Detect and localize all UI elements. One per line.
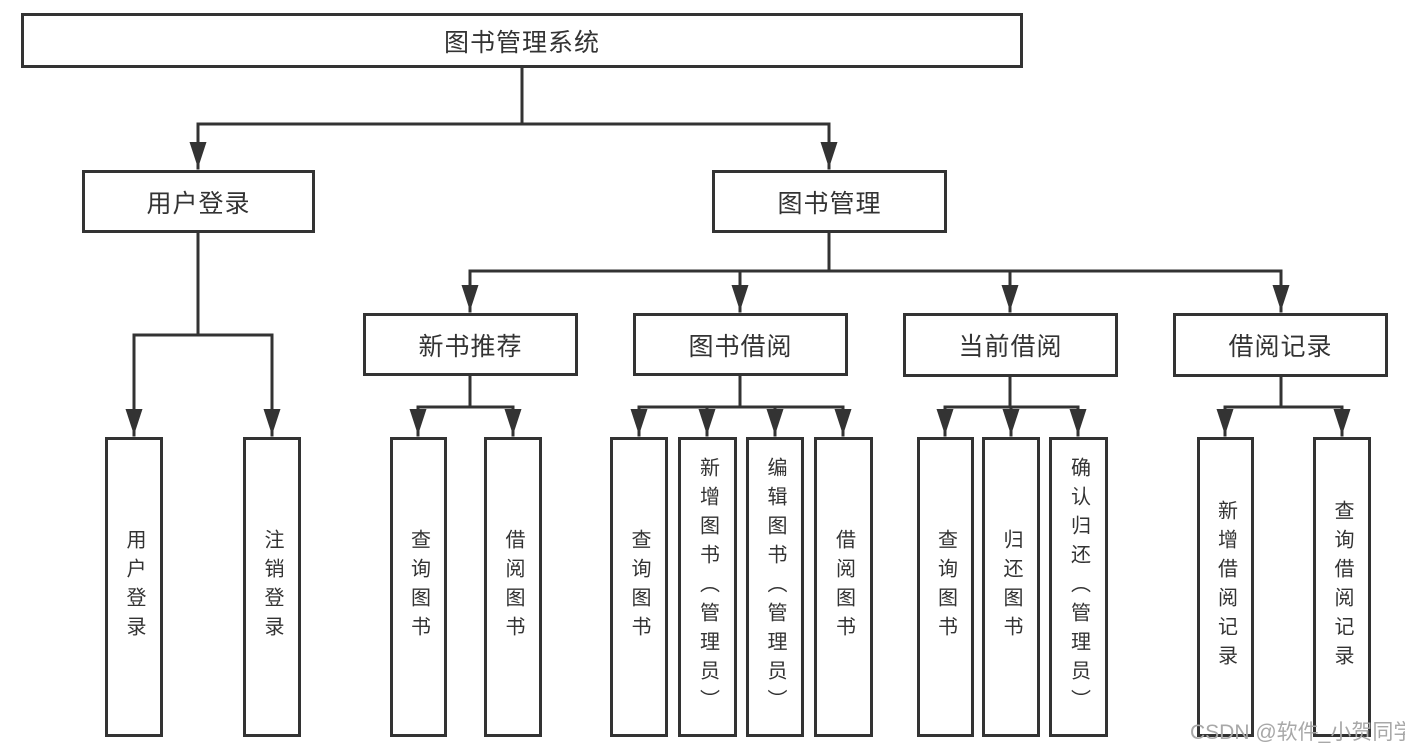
node-label: 图书借阅 bbox=[688, 332, 793, 361]
leaf-label: 借阅图书 bbox=[832, 529, 855, 645]
leaf-borrow-query-books: 查询图书 bbox=[610, 437, 668, 737]
leaf-current-query-books: 查询图书 bbox=[917, 437, 974, 737]
node-new-book-recommend: 新书推荐 bbox=[363, 313, 578, 376]
leaf-borrow-add-books-admin: 新增图书（管理员） bbox=[678, 437, 737, 737]
node-label: 图书管理 bbox=[777, 189, 882, 218]
leaf-records-add-record: 新增借阅记录 bbox=[1197, 437, 1254, 737]
connector-root-to-level2 bbox=[189, 66, 838, 170]
leaf-label: 注销登录 bbox=[261, 529, 283, 645]
node-root-system: 图书管理系统 bbox=[21, 13, 1023, 68]
connector-new-book-recommend-children bbox=[409, 374, 522, 437]
leaf-label: 新增借阅记录 bbox=[1214, 500, 1237, 674]
connector-user-login-children bbox=[125, 231, 281, 437]
leaf-label: 归还图书 bbox=[1000, 529, 1022, 645]
leaf-recommend-query-books: 查询图书 bbox=[390, 437, 447, 737]
leaf-label: 查询图书 bbox=[628, 529, 650, 645]
leaf-user-login: 用户登录 bbox=[105, 437, 163, 737]
node-label: 用户登录 bbox=[146, 189, 251, 218]
node-label: 当前借阅 bbox=[958, 333, 1063, 361]
node-book-management: 图书管理 bbox=[712, 170, 947, 233]
connector-current-borrow-children bbox=[936, 375, 1087, 437]
leaf-logout: 注销登录 bbox=[243, 437, 301, 737]
leaf-borrow-edit-books-admin: 编辑图书（管理员） bbox=[746, 437, 804, 737]
leaf-borrow-borrow-books: 借阅图书 bbox=[814, 437, 873, 737]
node-label: 借阅记录 bbox=[1228, 333, 1333, 361]
node-user-login: 用户登录 bbox=[82, 170, 315, 233]
leaf-label: 编辑图书（管理员） bbox=[764, 456, 786, 718]
leaf-label: 确认归还（管理员） bbox=[1067, 456, 1090, 718]
leaf-current-return-books: 归还图书 bbox=[982, 437, 1040, 737]
leaf-label: 用户登录 bbox=[123, 529, 145, 645]
leaf-label: 查询图书 bbox=[407, 529, 430, 645]
node-current-borrow: 当前借阅 bbox=[903, 313, 1118, 377]
leaf-current-confirm-return-admin: 确认归还（管理员） bbox=[1049, 437, 1108, 737]
node-label: 图书管理系统 bbox=[443, 28, 600, 57]
leaf-records-query-record: 查询借阅记录 bbox=[1313, 437, 1371, 737]
connector-borrow-records-children bbox=[1216, 375, 1351, 437]
connector-book-borrow-children bbox=[630, 374, 852, 437]
leaf-recommend-borrow-books: 借阅图书 bbox=[484, 437, 542, 737]
csdn-watermark: CSDN @软件_小贺同学 bbox=[1190, 721, 1405, 744]
leaf-label: 查询借阅记录 bbox=[1331, 500, 1353, 674]
node-book-borrow: 图书借阅 bbox=[633, 313, 848, 376]
leaf-label: 查询图书 bbox=[934, 529, 957, 645]
node-borrow-records: 借阅记录 bbox=[1173, 313, 1388, 377]
leaf-label: 借阅图书 bbox=[502, 529, 524, 645]
connector-book-management-sections bbox=[461, 231, 1290, 313]
leaf-label: 新增图书（管理员） bbox=[696, 456, 719, 718]
node-label: 新书推荐 bbox=[418, 332, 523, 361]
